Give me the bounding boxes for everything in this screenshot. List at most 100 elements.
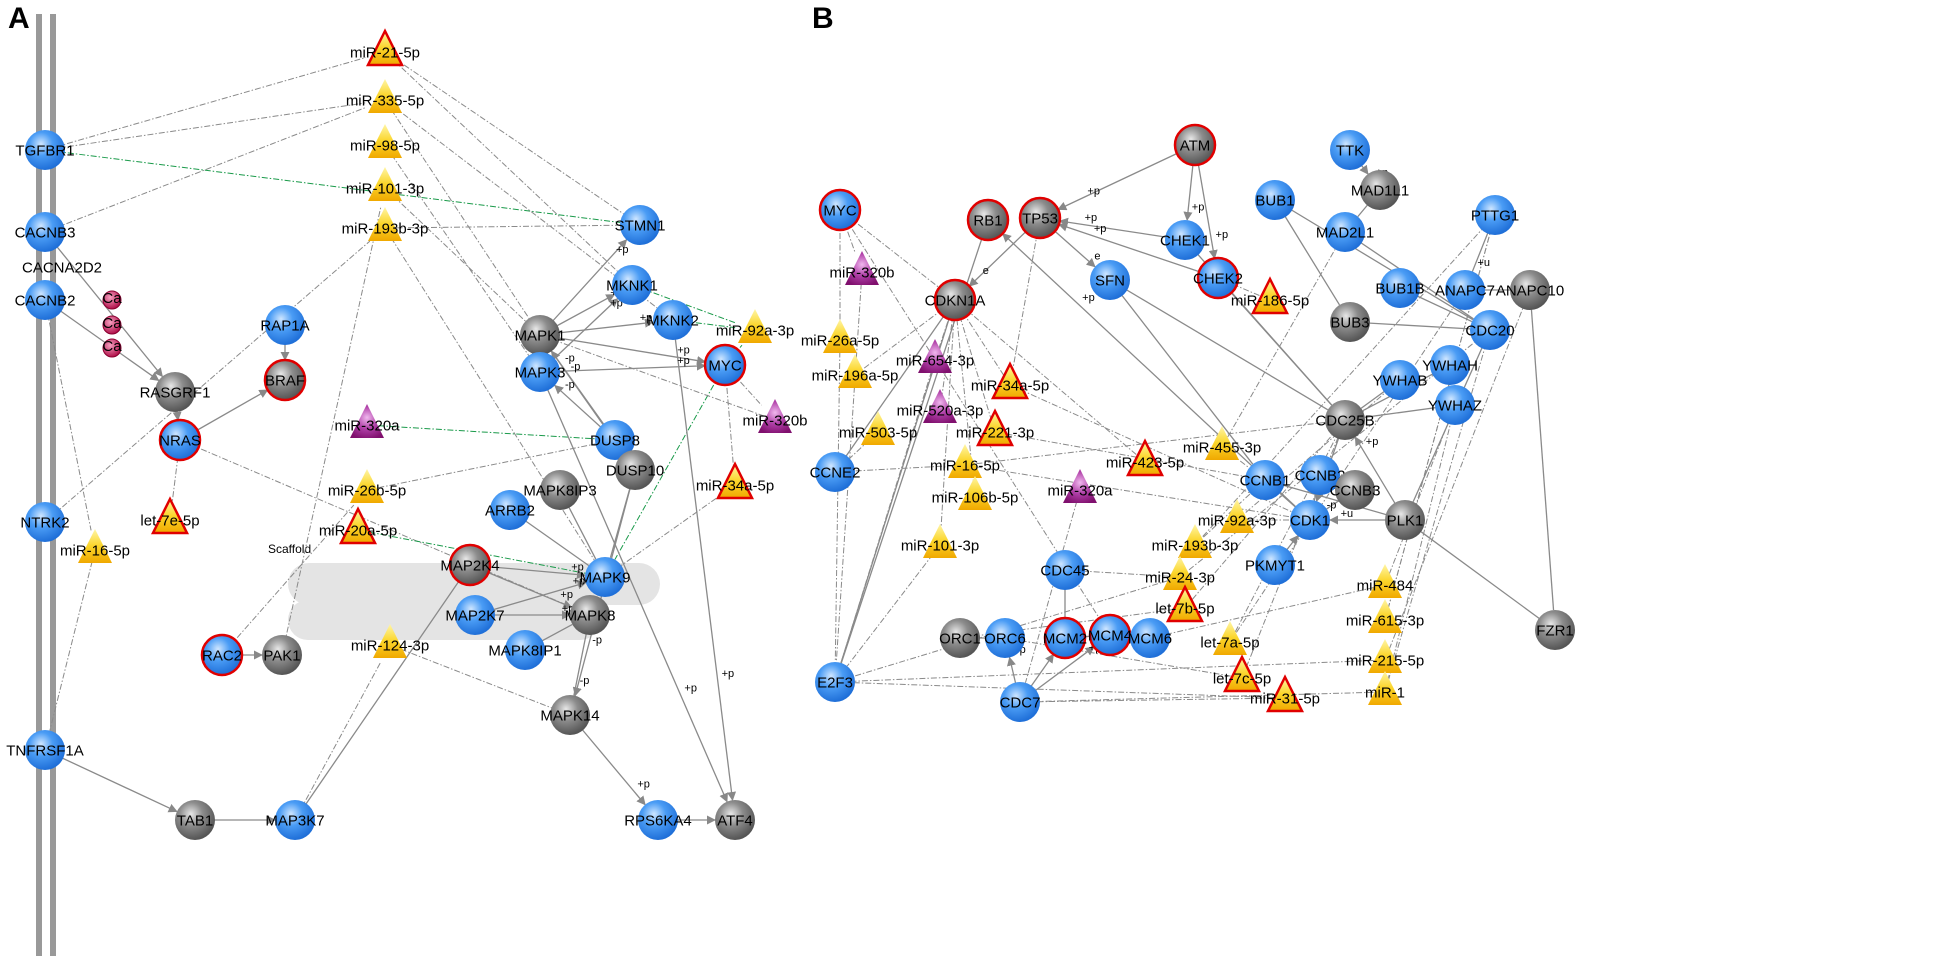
mirna-node-mir-423-5p[interactable]: miR-423-5p	[1106, 438, 1184, 477]
protein-node-ywhah[interactable]: YWHAH	[1422, 345, 1478, 385]
protein-node-bub1[interactable]: BUB1	[1255, 180, 1295, 220]
mirna-node-mir-21-5p[interactable]: miR-21-5p	[350, 28, 420, 67]
protein-node-ywhaz[interactable]: YWHAZ	[1428, 385, 1482, 425]
protein-node-map3k7[interactable]: MAP3K7	[265, 800, 325, 840]
protein-node-tp53[interactable]: TP53	[1018, 196, 1062, 240]
protein-node-chek1[interactable]: CHEK1	[1160, 220, 1210, 260]
protein-node-mcm4[interactable]: MCM4	[1088, 613, 1132, 657]
mirna-node-mir-186-5p[interactable]: miR-186-5p	[1231, 276, 1309, 315]
protein-node-ccnb2[interactable]: CCNB2	[1295, 455, 1346, 495]
protein-node-orc1[interactable]: ORC1	[939, 618, 981, 658]
mirna-node-let-7a-5p[interactable]: let-7a-5p	[1200, 621, 1260, 655]
mirna-node-mir-101-3p[interactable]: miR-101-3p	[346, 167, 424, 201]
mirna-node-mir-221-3p[interactable]: miR-221-3p	[956, 408, 1034, 447]
protein-node-bub3[interactable]: BUB3	[1330, 302, 1370, 342]
mirna-node-mir-484[interactable]: miR-484	[1357, 564, 1414, 598]
mirna-node-mir-24-3p[interactable]: miR-24-3p	[1145, 556, 1215, 590]
mirna-node-mir-196a-5p[interactable]: miR-196a-5p	[812, 354, 899, 388]
protein-node-fzr1[interactable]: FZR1	[1535, 610, 1575, 650]
mirna-node-mir-215-5p[interactable]: miR-215-5p	[1346, 639, 1424, 673]
protein-node-mapk9[interactable]: MAPK9	[580, 557, 631, 597]
protein-node-bub1b[interactable]: BUB1B	[1375, 268, 1425, 308]
protein-node-rap1a[interactable]: RAP1A	[260, 305, 310, 345]
protein-node-arrb2[interactable]: ARRB2	[485, 490, 535, 530]
protein-node-mapk14[interactable]: MAPK14	[540, 695, 600, 735]
protein-node-atm[interactable]: ATM	[1173, 123, 1217, 167]
mirna-node-mir-320a[interactable]: miR-320a	[1047, 469, 1113, 503]
protein-node-nras[interactable]: NRAS	[158, 418, 202, 462]
mirna-node-mir-106b-5p[interactable]: miR-106b-5p	[932, 476, 1019, 510]
protein-node-mad1l1[interactable]: MAD1L1	[1351, 170, 1409, 210]
protein-node-rasgrf1[interactable]: RASGRF1	[140, 372, 211, 412]
protein-node-ccne2[interactable]: CCNE2	[810, 452, 861, 492]
protein-node-tgfbr1[interactable]: TGFBR1	[15, 130, 75, 170]
protein-node-mapk8ip3[interactable]: MAPK8IP3	[523, 470, 597, 510]
protein-node-tnfrsf1a[interactable]: TNFRSF1A	[6, 730, 84, 770]
protein-node-cacnb3[interactable]: CACNB3	[15, 212, 76, 252]
mirna-node-mir-16-5p[interactable]: miR-16-5p	[930, 444, 1000, 478]
protein-node-ca[interactable]: Ca	[102, 315, 122, 335]
protein-node-braf[interactable]: BRAF	[263, 358, 307, 402]
mirna-node-let-7c-5p[interactable]: let-7c-5p	[1213, 654, 1271, 693]
protein-node-ywhab[interactable]: YWHAB	[1372, 360, 1428, 400]
protein-node-pak1[interactable]: PAK1	[262, 635, 302, 675]
mirna-node-mir-101-3p[interactable]: miR-101-3p	[901, 524, 979, 558]
mirna-node-mir-520a-3p[interactable]: miR-520a-3p	[897, 389, 984, 423]
protein-node-cacna2d2[interactable]: CACNA2D2	[22, 259, 102, 276]
protein-node-mapk8ip1[interactable]: MAPK8IP1	[488, 630, 562, 670]
protein-node-ca[interactable]: Ca	[102, 290, 122, 310]
protein-node-tab1[interactable]: TAB1	[175, 800, 215, 840]
protein-node-cdc20[interactable]: CDC20	[1465, 310, 1515, 350]
mirna-node-mir-455-3p[interactable]: miR-455-3p	[1183, 426, 1261, 460]
protein-node-mknk2[interactable]: MKNK2	[647, 300, 699, 340]
protein-node-map2k7[interactable]: MAP2K7	[445, 595, 505, 635]
protein-node-chek2[interactable]: CHEK2	[1193, 256, 1243, 300]
mirna-node-mir-193b-3p[interactable]: miR-193b-3p	[342, 207, 429, 241]
protein-node-pttg1[interactable]: PTTG1	[1471, 195, 1519, 235]
protein-node-dusp10[interactable]: DUSP10	[606, 450, 664, 490]
protein-node-ttk[interactable]: TTK	[1330, 130, 1370, 170]
protein-node-cdc45[interactable]: CDC45	[1040, 550, 1090, 590]
mirna-node-mir-31-5p[interactable]: miR-31-5p	[1250, 674, 1320, 713]
mirna-node-mir-320a[interactable]: miR-320a	[334, 404, 400, 438]
protein-node-cdc25b[interactable]: CDC25B	[1315, 400, 1375, 440]
mirna-node-mir-92a-3p[interactable]: miR-92a-3p	[716, 309, 794, 343]
protein-node-atf4[interactable]: ATF4	[715, 800, 755, 840]
protein-node-ccnb3[interactable]: CCNB3	[1330, 470, 1381, 510]
protein-node-anapc10[interactable]: ANAPC10	[1496, 270, 1564, 310]
protein-node-cacnb2[interactable]: CACNB2	[15, 280, 76, 320]
mirna-node-mir-320b[interactable]: miR-320b	[742, 399, 808, 433]
protein-node-cdkn1a[interactable]: CDKN1A	[925, 278, 986, 322]
protein-node-dusp8[interactable]: DUSP8	[590, 420, 640, 460]
mirna-node-mir-34a-5p[interactable]: miR-34a-5p	[971, 361, 1049, 400]
protein-node-stmn1[interactable]: STMN1	[615, 205, 666, 245]
protein-node-sfn[interactable]: SFN	[1090, 260, 1130, 300]
protein-node-plk1[interactable]: PLK1	[1385, 500, 1425, 540]
protein-node-rac2[interactable]: RAC2	[200, 633, 244, 677]
protein-node-cdc7[interactable]: CDC7	[1000, 682, 1041, 722]
protein-node-ntrk2[interactable]: NTRK2	[20, 502, 70, 542]
mirna-node-mir-34a-5p[interactable]: miR-34a-5p	[696, 461, 774, 500]
protein-node-cdk1[interactable]: CDK1	[1290, 500, 1330, 540]
protein-node-ca[interactable]: Ca	[102, 338, 122, 358]
protein-node-ccnb1[interactable]: CCNB1	[1240, 460, 1291, 500]
mirna-node-mir-193b-3p[interactable]: miR-193b-3p	[1152, 524, 1239, 558]
mirna-node-mir-320b[interactable]: miR-320b	[829, 251, 895, 285]
mirna-node-mir-124-3p[interactable]: miR-124-3p	[351, 624, 429, 658]
protein-node-e2f3[interactable]: E2F3	[815, 662, 855, 702]
mirna-node-mir-335-5p[interactable]: miR-335-5p	[346, 79, 424, 113]
protein-node-mcm6[interactable]: MCM6	[1128, 618, 1172, 658]
protein-node-myc[interactable]: MYC	[818, 188, 862, 232]
mirna-node-mir-503-5p[interactable]: miR-503-5p	[839, 411, 917, 445]
protein-node-mapk1[interactable]: MAPK1	[515, 315, 566, 355]
mirna-node-let-7e-5p[interactable]: let-7e-5p	[140, 496, 200, 535]
mirna-node-mir-26b-5p[interactable]: miR-26b-5p	[328, 469, 406, 503]
protein-node-orc6[interactable]: ORC6	[984, 618, 1026, 658]
protein-node-myc[interactable]: MYC	[703, 343, 747, 387]
mirna-node-mir-16-5p[interactable]: miR-16-5p	[60, 529, 130, 563]
protein-node-anapc7[interactable]: ANAPC7	[1435, 270, 1495, 310]
mirna-node-mir-1[interactable]: miR-1	[1365, 671, 1405, 705]
mirna-node-mir-20a-5p[interactable]: miR-20a-5p	[319, 506, 397, 545]
mirna-node-mir-98-5p[interactable]: miR-98-5p	[350, 124, 420, 158]
mirna-node-let-7b-5p[interactable]: let-7b-5p	[1155, 584, 1215, 623]
